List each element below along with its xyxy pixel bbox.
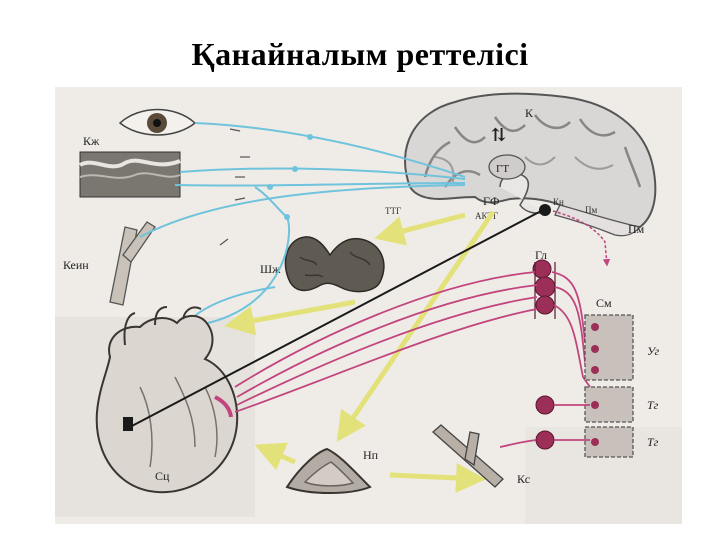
carotid-vessel [109, 221, 156, 306]
label-cortex: К [525, 106, 534, 120]
small-arrows [219, 128, 250, 246]
label-pituitary: ГФ [483, 194, 499, 208]
up-down-arrows-icon: ⇅ [491, 125, 506, 145]
medulla-outflow [552, 210, 611, 267]
label-thyroid: Шж [260, 262, 281, 276]
label-segment-3: Тг [647, 435, 659, 449]
afferent-nerve-lines [139, 122, 466, 328]
label-carotid: Кеин [63, 258, 89, 272]
vagal-center [539, 204, 551, 216]
heart [95, 306, 239, 494]
label-small-top: Кн [553, 197, 564, 207]
brain-cortex [404, 92, 657, 237]
afferent-nodes [267, 134, 313, 220]
label-heart: Сц [155, 469, 170, 483]
label-hypothalamus: ГТ [496, 163, 509, 175]
vessel [432, 424, 504, 488]
lower-ganglia [499, 395, 590, 450]
label-skin: Кж [83, 134, 100, 148]
spinal-cord-segments [584, 314, 634, 458]
label-segment-2: Тг [647, 398, 659, 412]
skin-tissue [79, 151, 181, 198]
vagus-nerve-line [129, 209, 544, 428]
label-aktg: АКТГ [475, 211, 498, 221]
sympathetic-ganglia [532, 259, 556, 319]
label-ttg: ТТГ [385, 206, 401, 216]
hormonal-pathways [224, 210, 496, 493]
label-small-right: Пм [585, 205, 597, 215]
thyroid-gland [284, 236, 385, 293]
label-medulla: Пм [628, 222, 645, 236]
adrenal-gland [285, 447, 372, 494]
circulation-regulation-diagram: К ГТ ⇅ ГФ ТТГ АКТГ Кн Пм Пм Кж Кеин Шж [55, 87, 682, 524]
label-vessel: Кс [517, 472, 530, 486]
label-ganglion: Гл [535, 248, 547, 262]
label-adrenal: Нп [363, 448, 379, 462]
label-spinal-cord: См [596, 296, 612, 310]
label-segment-1: Уг [647, 344, 659, 358]
efferent-nerve-lines [234, 271, 591, 413]
slide-title: Қанайналым реттелісі [191, 36, 529, 72]
